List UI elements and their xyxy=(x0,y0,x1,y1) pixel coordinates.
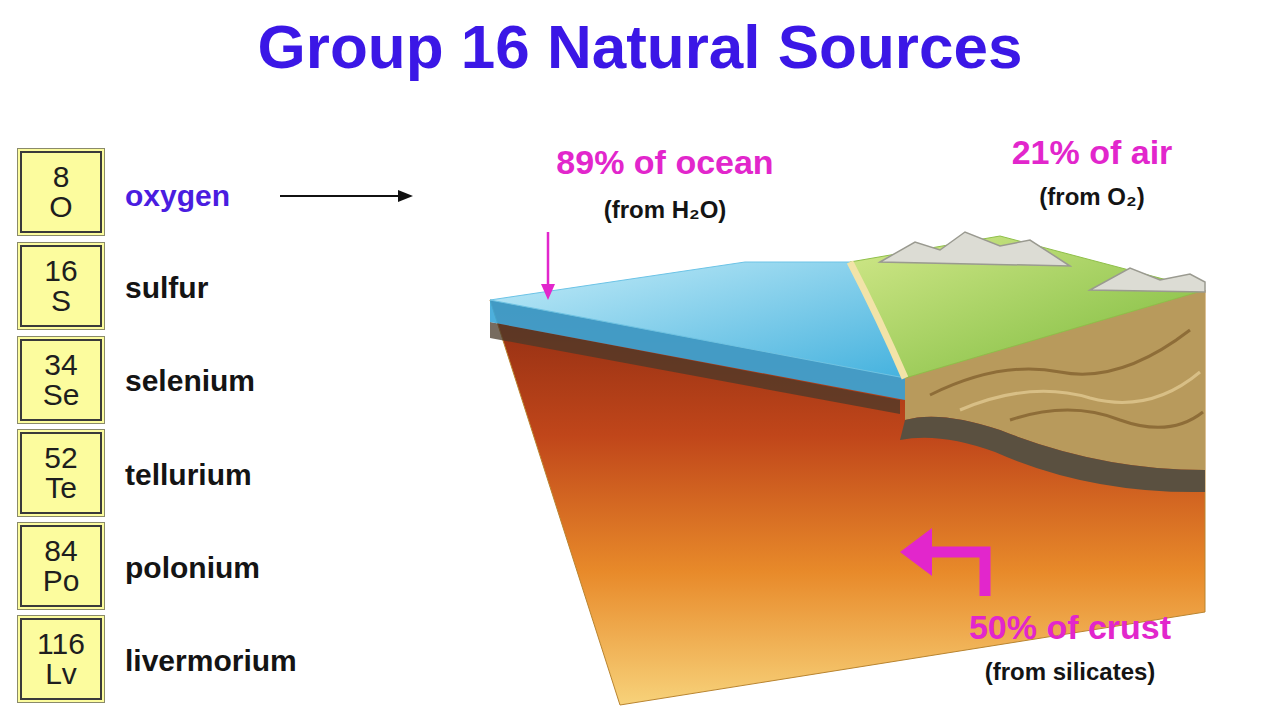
mantle-boundary xyxy=(900,417,1205,492)
element-box: 16S xyxy=(20,245,102,327)
atomic-number: 16 xyxy=(44,256,77,286)
atomic-number: 34 xyxy=(44,350,77,380)
source-note: (from O₂) xyxy=(1039,183,1144,211)
element-box: 116Lv xyxy=(20,618,102,700)
atomic-number: 52 xyxy=(44,443,77,473)
beach xyxy=(850,262,905,378)
rock-swirl xyxy=(1010,410,1203,427)
percent-callout: 21% of air xyxy=(1012,133,1173,172)
element-name: oxygen xyxy=(125,179,230,214)
element-symbol: O xyxy=(49,192,72,222)
pointer-arrow xyxy=(547,232,550,286)
element-symbol: Lv xyxy=(45,659,77,689)
mountains xyxy=(880,232,1070,266)
element-symbol: Se xyxy=(43,380,80,410)
element-name: sulfur xyxy=(125,271,208,306)
element-box: 84Po xyxy=(20,525,102,607)
title: Group 16 Natural Sources xyxy=(0,10,1280,84)
arrow-head xyxy=(541,284,555,300)
element-name: tellurium xyxy=(125,458,252,493)
pointer-arrow xyxy=(280,195,400,197)
pointer-arrow xyxy=(928,552,985,596)
ocean-surface xyxy=(490,262,905,378)
mountains xyxy=(1090,268,1205,292)
source-note: (from silicates) xyxy=(985,658,1156,686)
element-name: livermorium xyxy=(125,644,297,679)
element-symbol: Po xyxy=(43,566,80,596)
percent-callout: 50% of crust xyxy=(969,608,1171,647)
source-note: (from H₂O) xyxy=(604,196,727,224)
element-box: 8O xyxy=(20,151,102,233)
element-box: 52Te xyxy=(20,432,102,514)
atomic-number: 8 xyxy=(53,162,70,192)
arrow-head xyxy=(398,190,413,202)
element-symbol: S xyxy=(51,286,71,316)
arrow-head xyxy=(900,528,932,576)
atomic-number: 116 xyxy=(37,629,85,659)
rock-swirl xyxy=(960,372,1200,410)
atomic-number: 84 xyxy=(44,536,77,566)
element-name: selenium xyxy=(125,364,255,399)
percent-callout: 89% of ocean xyxy=(556,143,773,182)
element-box: 34Se xyxy=(20,339,102,421)
element-symbol: Te xyxy=(45,473,77,503)
element-name: polonium xyxy=(125,551,260,586)
